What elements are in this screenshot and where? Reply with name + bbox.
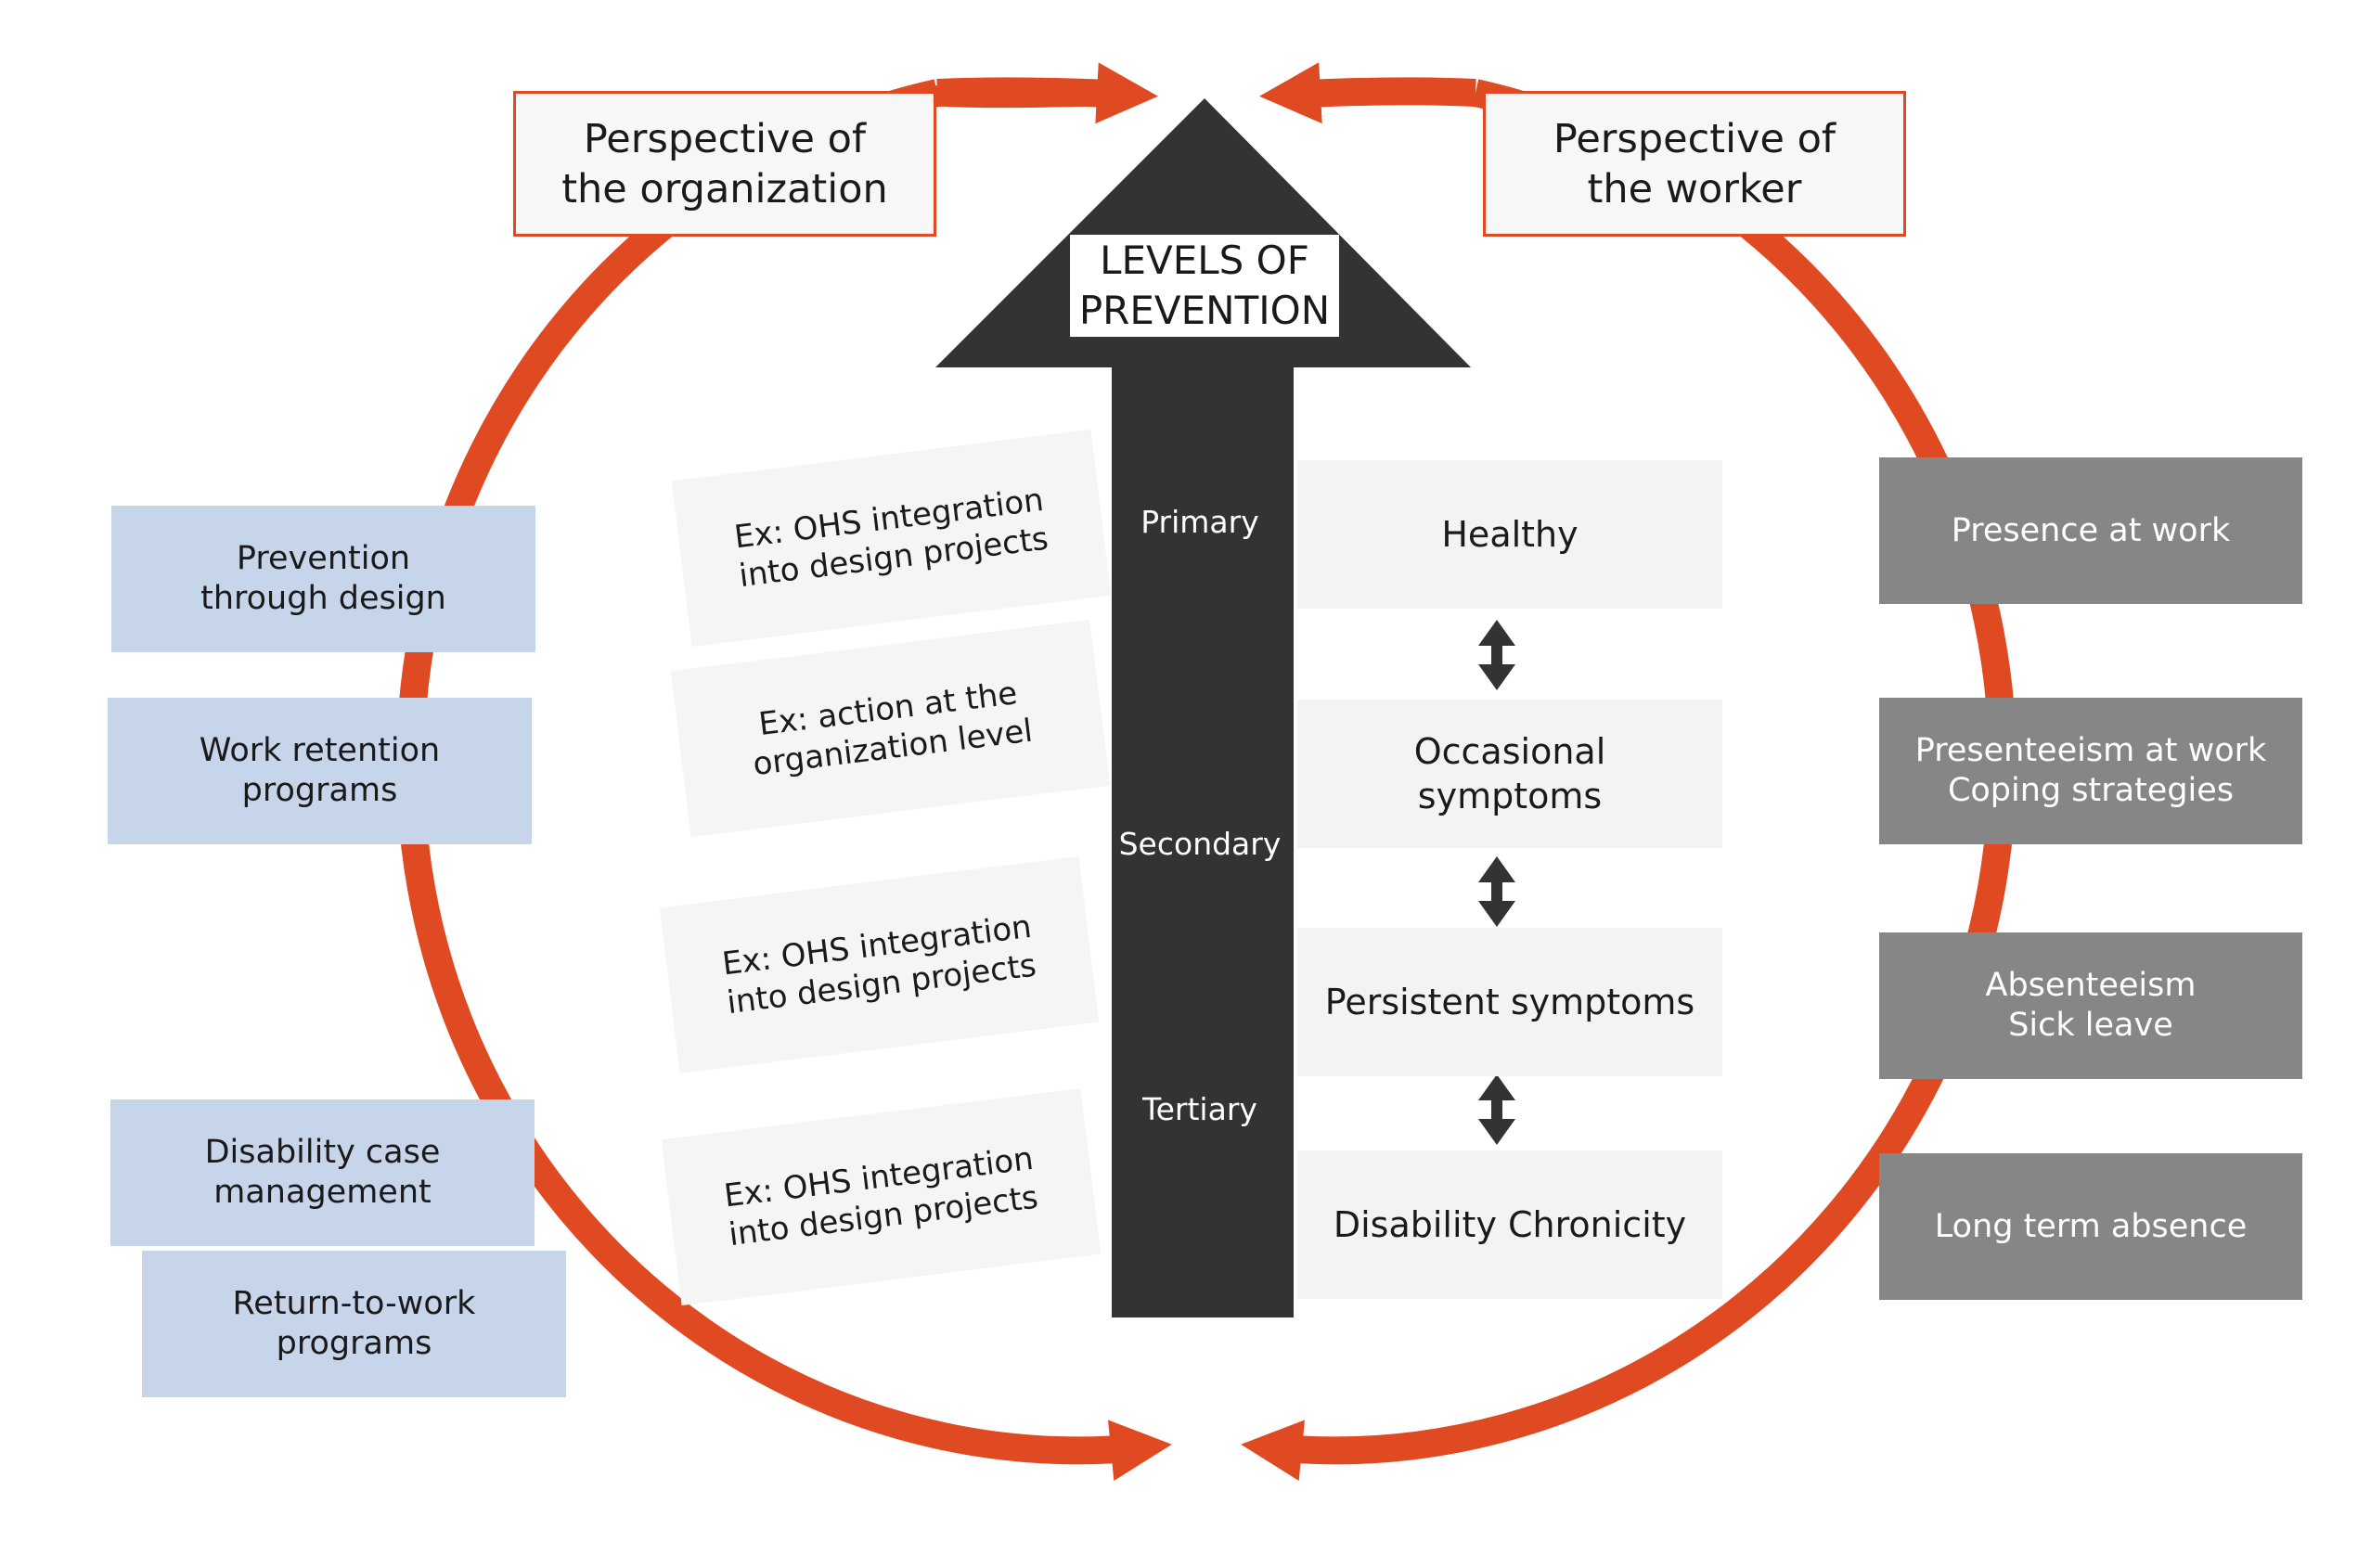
state-disability-chronicity: Disability Chronicity [1297, 1150, 1722, 1299]
cycle-arrow-right-top [1259, 62, 1476, 124]
state-occasional-symptoms: Occasional symptoms [1297, 700, 1722, 848]
levels-of-prevention-arrow [935, 98, 1471, 1317]
level-tertiary: Tertiary [1142, 1091, 1257, 1127]
cycle-arrow-left-top [936, 62, 1158, 124]
levels-of-prevention-title: LEVELS OF PREVENTION [1070, 235, 1339, 337]
header-organization: Perspective of the organization [513, 91, 936, 237]
worker-presenteeism: Presenteeism at work Coping strategies [1879, 698, 2302, 844]
level-secondary: Secondary [1118, 826, 1282, 862]
state-persistent-symptoms: Persistent symptoms [1297, 928, 1722, 1076]
org-return-to-work-programs: Return-to-work programs [142, 1251, 566, 1397]
state-healthy: Healthy [1297, 460, 1722, 609]
double-arrow-icon [1478, 620, 1515, 690]
org-disability-case-management: Disability case management [110, 1099, 535, 1246]
cycle-arrow-right [1241, 79, 2017, 1481]
double-arrow-icon [1478, 856, 1515, 927]
worker-absenteeism: Absenteeism Sick leave [1879, 932, 2302, 1079]
worker-presence-at-work: Presence at work [1879, 457, 2302, 604]
org-prevention-through-design: Prevention through design [111, 506, 535, 652]
worker-long-term-absence: Long term absence [1879, 1153, 2302, 1300]
org-work-retention-programs: Work retention programs [108, 698, 532, 844]
header-worker: Perspective of the worker [1483, 91, 1906, 237]
double-arrow-icon [1478, 1074, 1515, 1145]
level-primary: Primary [1140, 504, 1259, 540]
cycle-arrow-left [396, 79, 1172, 1481]
